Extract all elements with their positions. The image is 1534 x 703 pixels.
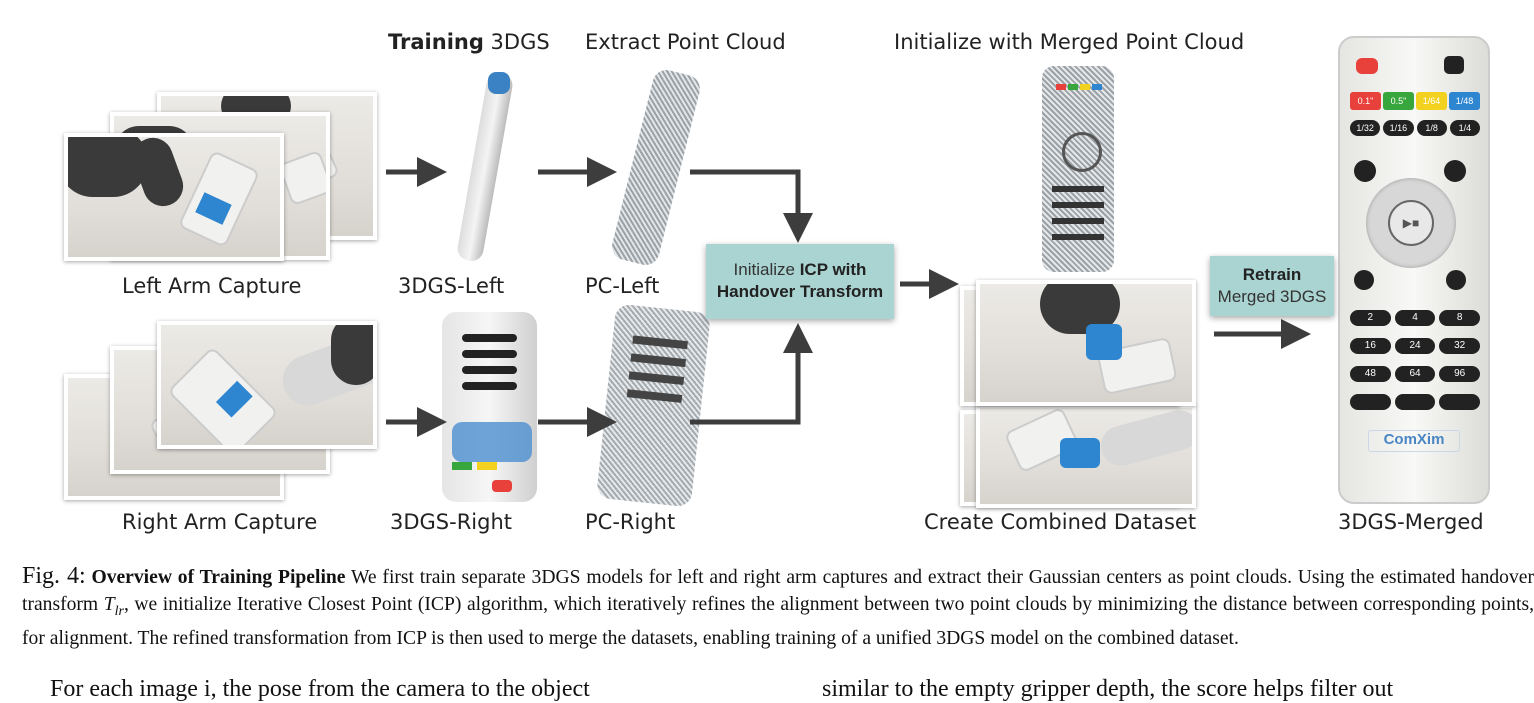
3dgs-right-label: 3DGS-Right — [390, 510, 513, 534]
merged-point-cloud-render — [1042, 66, 1114, 272]
up-icon — [1444, 160, 1466, 182]
arrow-pc-right-to-icp — [690, 323, 813, 425]
3dgs-merged-label: 3DGS-Merged — [1338, 510, 1484, 534]
3dgs-left-render — [455, 71, 515, 263]
pipeline-figure: 0.1" 0.5" 1/64 1/48 1/32 1/16 1/8 1/4 ▶■… — [64, 30, 1490, 534]
play-pause-icon: ▶■ — [1388, 200, 1434, 246]
right-arm-capture-label: Right Arm Capture — [122, 510, 318, 534]
right-capture-photo-1 — [157, 321, 377, 449]
caption-math-sub: lr — [114, 603, 124, 619]
pipeline-arrows — [386, 157, 1311, 437]
figure-number: Fig. 4: — [22, 563, 86, 589]
retrain-box: Retrain Merged 3DGS — [1210, 256, 1334, 316]
down-icon — [1354, 160, 1376, 182]
3dgs-merged-remote-render: 0.1" 0.5" 1/64 1/48 1/32 1/16 1/8 1/4 ▶■… — [1338, 36, 1490, 504]
remote-nums3: 48 64 96 — [1350, 366, 1481, 382]
left-capture-photo-1 — [64, 133, 284, 261]
left-rotate-icon — [1354, 270, 1374, 290]
3dgs-left-label: 3DGS-Left — [398, 274, 505, 298]
3dgs-right-render — [432, 312, 542, 502]
save-button-icon — [1444, 56, 1464, 74]
combined-photo-top-front — [976, 280, 1196, 406]
caption-title: Overview of Training Pipeline — [91, 567, 346, 588]
remote-nums1: 2 4 8 — [1350, 310, 1481, 326]
remote-row2: 1/32 1/16 1/8 1/4 — [1350, 120, 1480, 136]
caption-text-2: , we initialize Iterative Closest Point … — [22, 594, 1534, 649]
right-rotate-icon — [1446, 270, 1466, 290]
body-left-column: For each image i, the pose from the came… — [50, 676, 590, 702]
remote-row1: 0.1" 0.5" 1/64 1/48 — [1350, 92, 1480, 110]
figure-caption: Fig. 4: Overview of Training Pipeline We… — [22, 563, 1534, 652]
left-arm-capture-label: Left Arm Capture — [122, 274, 302, 298]
pc-right-label: PC-Right — [585, 510, 676, 534]
body-right-column: similar to the empty gripper depth, the … — [822, 676, 1394, 702]
combined-photo-bottom-front — [976, 404, 1196, 508]
caption-math: T — [103, 594, 115, 615]
caption-text-1: We first train separate 3DGS models for … — [22, 567, 1534, 615]
remote-brand-logo: ComXim — [1368, 430, 1460, 452]
arrow-pc-left-to-icp — [690, 169, 813, 243]
combined-dataset-label: Create Combined Dataset — [924, 510, 1197, 534]
remote-nums2: 16 24 32 — [1350, 338, 1481, 354]
pc-left-label: PC-Left — [585, 274, 660, 298]
dpad-ring: ▶■ — [1366, 178, 1456, 268]
extract-point-cloud-label: Extract Point Cloud — [585, 30, 786, 54]
icp-box: Initialize ICP with Handover Transform — [706, 244, 894, 319]
training-3dgs-label: Training 3DGS — [388, 30, 550, 54]
power-button-icon — [1356, 58, 1378, 74]
remote-bottom-row — [1350, 394, 1481, 410]
initialize-merged-label: Initialize with Merged Point Cloud — [894, 30, 1245, 54]
